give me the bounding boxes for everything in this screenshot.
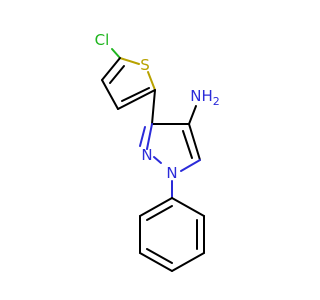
bond-n2-c3 [146,123,153,150]
bond-ph-3-4 [171,252,205,272]
bond-c4-c3 [101,79,119,110]
bond-n1-n2 [153,156,162,164]
bond-c4-c5-pyrazole [188,123,201,161]
pyrazole-n2-atom-label: N [141,146,152,164]
sulfur-atom-label: S [140,56,150,74]
bond-ph-6-1-double [146,205,173,221]
bond-thiophene-pyrazole [151,89,156,125]
pyrazole-n1-atom-label: N [166,164,177,182]
bond-c3-c2 [117,89,156,110]
phenyl-ring [139,197,205,272]
bond-c5-c4 [101,57,121,81]
bond-ph-4-5 [139,252,173,272]
bond-c3-c2-double [121,87,150,102]
bond-ph-1-2 [171,197,205,217]
bond-c5-c4-double [109,65,125,84]
bond-c5-s [119,57,140,65]
pyrazole-ring [139,105,201,172]
bond-c-cl [111,48,121,59]
chlorine-atom-label: Cl [95,31,110,49]
bond-c5-n1 [180,159,201,172]
amine-subscript: 2 [213,95,220,108]
amine-group-label: NH2 [190,87,220,108]
bond-n2-c3-double [139,126,146,147]
bond-c4-c5-pyrazole-double [182,130,193,159]
bond-ph-6-1 [139,197,173,217]
molecule-structure: Cl S NH2 N N [95,31,220,272]
bond-ph-4-5-double [146,248,173,264]
bond-s-c2 [147,71,156,91]
amine-main-label: NH [190,87,213,105]
bond-c4-nh2 [188,105,197,125]
thiophene-ring [101,48,156,110]
